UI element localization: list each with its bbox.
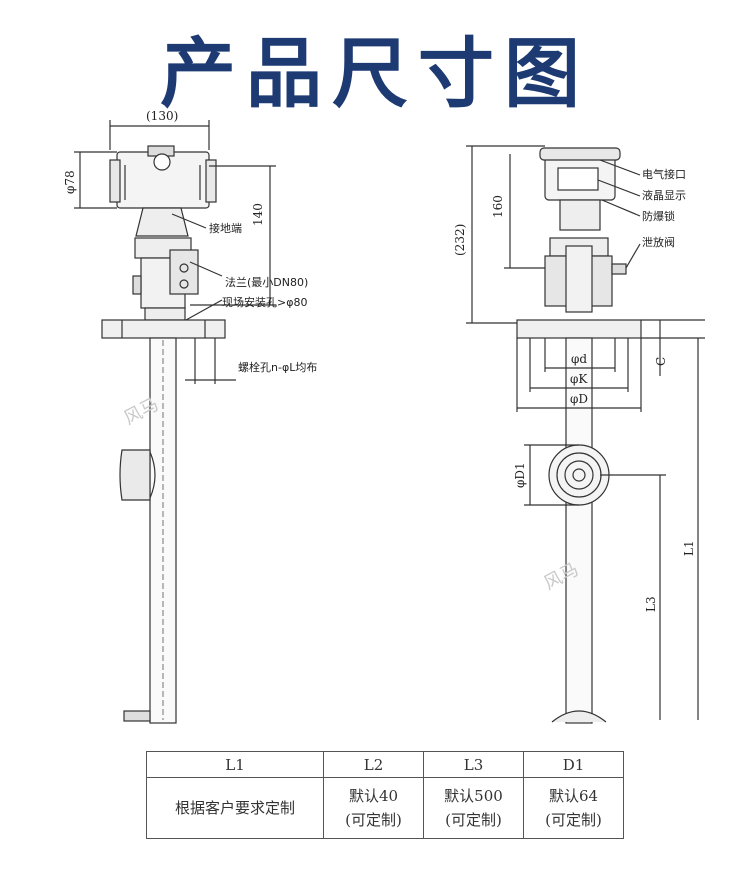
install-hole-label: 现场安装孔>φ80: [222, 295, 307, 309]
dim-l1-label: L1: [682, 540, 696, 556]
dim-width-label: (130): [146, 109, 178, 123]
dim-l3-label: L3: [644, 596, 658, 612]
dim-height-label: 140: [251, 203, 265, 226]
page-title: 产品尺寸图: [160, 29, 590, 118]
spec-cell-l2: 默认40 (可定制): [323, 777, 424, 839]
spec-l2-value: 默认40: [348, 787, 399, 805]
spec-d1-value: 默认64: [548, 787, 599, 805]
spec-header-l3: L3: [423, 751, 524, 778]
spec-l3-note: (可定制): [445, 811, 502, 829]
bolt-hole-label: 螺栓孔n-φL均布: [238, 360, 317, 374]
dim-d-label: φd: [571, 352, 587, 366]
spec-table-header-row: L1 L2 L3 D1: [146, 751, 624, 778]
ground-terminal-label: 接地端: [209, 222, 242, 235]
spec-d1-note: (可定制): [545, 811, 602, 829]
dim-d1-label: φD1: [513, 462, 527, 488]
spec-header-l2: L2: [323, 751, 424, 778]
connector-label: 电气接口: [642, 167, 686, 181]
spec-l2-note: (可定制): [345, 811, 402, 829]
dim-232-label: (232): [453, 224, 467, 256]
vent-valve-label: 泄放阀: [642, 235, 675, 249]
spec-header-l1: L1: [146, 751, 324, 778]
spec-cell-d1: 默认64 (可定制): [523, 777, 624, 839]
spec-cell-l1: 根据客户要求定制: [146, 777, 324, 839]
dim-c-label: C: [654, 357, 668, 366]
spec-cell-l3: 默认500 (可定制): [423, 777, 524, 839]
dim-D-label: φD: [570, 392, 588, 406]
spec-table: L1 L2 L3 D1 根据客户要求定制 默认40 (可定制) 默认500 (可定制…: [146, 751, 624, 839]
dim-k-label: φK: [570, 372, 588, 386]
spec-header-d1: D1: [523, 751, 624, 778]
flange-label: 法兰(最小DN80): [225, 275, 308, 289]
lcd-label: 液晶显示: [642, 188, 686, 202]
dim-160-label: 160: [491, 195, 505, 218]
dim-diameter-label: φ78: [63, 170, 77, 194]
spec-l3-value: 默认500: [444, 787, 503, 805]
lock-label: 防爆锁: [642, 209, 675, 223]
spec-table-row: 根据客户要求定制 默认40 (可定制) 默认500 (可定制) 默认64 (可定制): [146, 777, 624, 839]
